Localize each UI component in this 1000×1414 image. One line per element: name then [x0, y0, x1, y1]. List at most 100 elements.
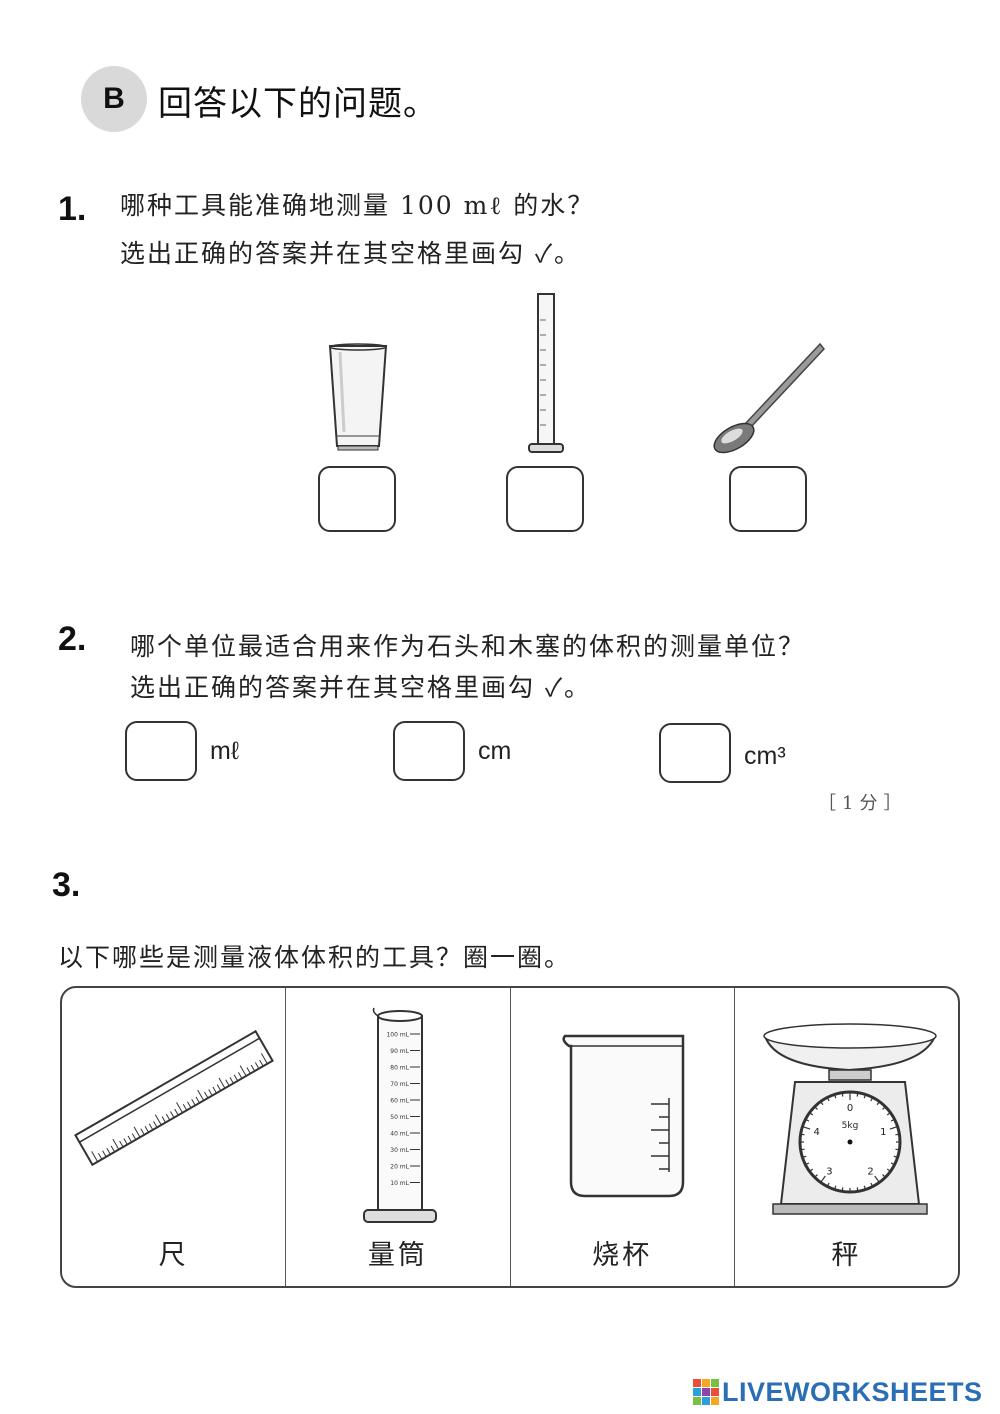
- dial-tick: [833, 1094, 837, 1099]
- dial-tick: [826, 1182, 830, 1187]
- dial-tick: [826, 1097, 830, 1102]
- ruler-tick: [133, 1126, 141, 1138]
- dial-tick: [813, 1174, 818, 1178]
- ruler-tick: [170, 1111, 175, 1118]
- q1-answer-box-cup[interactable]: [318, 466, 396, 532]
- cylinder-scale-label: 20 mL: [391, 1164, 410, 1171]
- dial-tick: [890, 1162, 895, 1166]
- cylinder-scale-label: 10 mL: [391, 1180, 410, 1187]
- q1-answer-box-cylinder[interactable]: [506, 466, 584, 532]
- ruler-tick: [254, 1062, 260, 1069]
- q1-answer-box-spoon[interactable]: [729, 466, 807, 532]
- dial-tick: [876, 1101, 880, 1106]
- dial-tick: [802, 1155, 807, 1159]
- ruler-image: [74, 1029, 274, 1167]
- dial-label: 4: [813, 1127, 819, 1138]
- beaker-image: [561, 1034, 684, 1198]
- measuring-cylinder-image: [528, 293, 564, 453]
- dial-tick: [819, 1101, 824, 1106]
- cylinder-scale-label: 90 mL: [391, 1048, 410, 1055]
- dial-tick: [804, 1118, 810, 1122]
- cylinder-scale-label: 30 mL: [391, 1147, 410, 1154]
- ruler-tick: [250, 1064, 256, 1072]
- dial-tick: [808, 1168, 813, 1172]
- liveworksheets-logo: LIVEWORKSHEETS: [693, 1376, 983, 1407]
- cylinder-scale-label: 60 mL: [391, 1098, 410, 1105]
- dial-tick: [886, 1112, 891, 1116]
- ruler-tick: [123, 1138, 128, 1145]
- dial-label: 2: [867, 1166, 873, 1177]
- dial-label: 1: [880, 1127, 886, 1138]
- dial-tick: [886, 1168, 891, 1172]
- ruler-tick: [140, 1128, 145, 1136]
- logo-text: LIVEWORKSHEETS: [722, 1376, 983, 1407]
- ruler-tick: [197, 1089, 205, 1101]
- question-1-number: 1.: [58, 190, 87, 228]
- ruler-tick: [195, 1096, 200, 1104]
- dial-tick: [804, 1162, 810, 1166]
- ruler-tick: [174, 1108, 179, 1116]
- dial-tick: [856, 1092, 859, 1097]
- dial-tick: [819, 1175, 826, 1183]
- ruler-tick: [225, 1079, 230, 1087]
- dial-tick: [863, 1185, 866, 1190]
- ruler-tick: [110, 1145, 116, 1153]
- ruler-tick: [97, 1152, 103, 1160]
- ruler-tick: [204, 1091, 209, 1099]
- ruler-tick: [102, 1150, 107, 1158]
- dial-tick: [800, 1133, 805, 1136]
- question-2-line-1: 哪个单位最适合用来作为石头和木塞的体积的测量单位？: [130, 632, 806, 661]
- marks-note: ［1分］: [818, 793, 908, 814]
- cylinder-scale-label: 50 mL: [391, 1114, 410, 1121]
- unit-label-ml: mℓ: [210, 737, 239, 765]
- ruler-tick: [233, 1074, 239, 1082]
- tool-cell-ruler[interactable]: 尺: [62, 988, 287, 1286]
- dial-tick: [881, 1106, 886, 1110]
- question-2-line-2: 选出正确的答案并在其空格里画勾 ✓。: [130, 673, 592, 702]
- dial-tick: [895, 1133, 900, 1136]
- cylinder-scale-label: 80 mL: [391, 1065, 410, 1072]
- question-3-prompt: 以下哪些是测量液体体积的工具？圈一圈。: [58, 943, 572, 972]
- dial-tick: [841, 1092, 844, 1097]
- dial-label: 0: [847, 1103, 853, 1114]
- q2-answer-box-cm3[interactable]: [659, 723, 731, 783]
- ruler-tick: [208, 1089, 213, 1096]
- dial-tick: [881, 1174, 886, 1178]
- ruler-tick: [153, 1121, 158, 1128]
- dial-unit: 5kg: [841, 1121, 858, 1131]
- dial-tick: [870, 1182, 873, 1187]
- question-3-number: 3.: [52, 866, 81, 904]
- cylinder-scale-label: 70 mL: [391, 1081, 410, 1088]
- dial-tick: [890, 1118, 895, 1122]
- question-2-number: 2.: [58, 620, 87, 658]
- ruler-tick: [191, 1099, 196, 1106]
- section-title: 回答以下的问题。: [158, 84, 438, 124]
- ruler-tick: [260, 1053, 268, 1064]
- question-1-line-2: 选出正确的答案并在其空格里画勾 ✓。: [120, 239, 582, 268]
- ruler-tick: [246, 1067, 251, 1074]
- tool-cell-beaker[interactable]: 烧杯: [511, 988, 735, 1286]
- dial-tick: [802, 1125, 810, 1130]
- ruler-tick: [176, 1102, 183, 1113]
- ruler-tick: [182, 1103, 188, 1111]
- section-badge: B: [81, 66, 147, 132]
- ruler-tick: [229, 1077, 234, 1084]
- cylinder-scale-label: 100 mL: [387, 1032, 410, 1039]
- dial-tick: [863, 1094, 866, 1099]
- ruler-tick: [212, 1086, 217, 1094]
- ruler-tick: [106, 1148, 111, 1155]
- ruler-tick: [127, 1135, 133, 1143]
- ruler-tick: [148, 1123, 154, 1131]
- ruler-tick: [154, 1114, 162, 1126]
- dial-tick: [833, 1185, 837, 1190]
- spoon-image: [713, 342, 825, 454]
- q2-answer-box-ml[interactable]: [125, 721, 197, 781]
- dial-tick: [873, 1175, 880, 1183]
- q2-answer-box-cm[interactable]: [393, 721, 465, 781]
- ruler-tick: [239, 1065, 247, 1077]
- tool-label-beaker: 烧杯: [592, 1240, 653, 1271]
